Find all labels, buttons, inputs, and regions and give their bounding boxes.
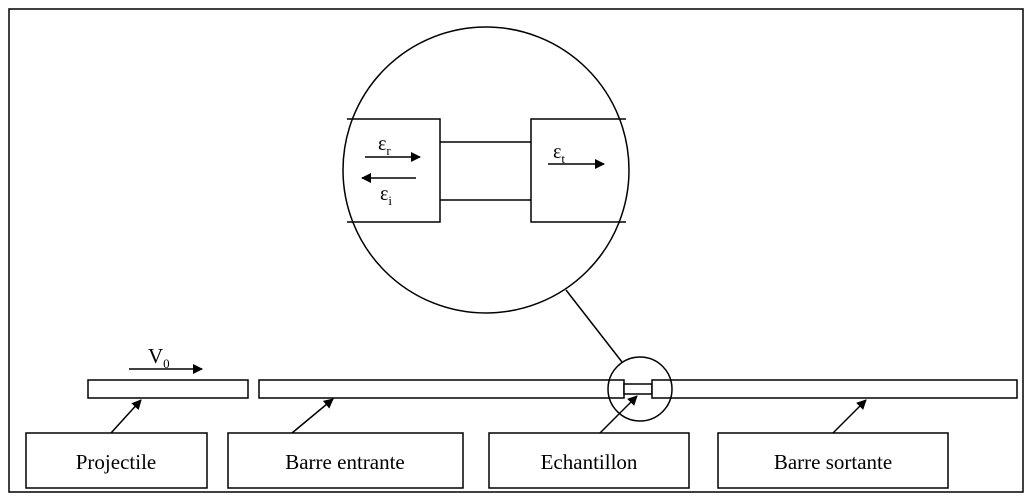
barre-entrante-label-box — [227, 432, 464, 489]
projectile-pointer-arrow — [110, 399, 142, 434]
zoom-incident-bar-end — [347, 118, 441, 223]
echantillon-label-box — [488, 432, 690, 489]
echantillon-label: Echantillon — [541, 450, 638, 474]
barre-entrante-pointer-arrow — [291, 398, 334, 434]
reflected-strain-label: εr — [378, 133, 391, 158]
zoom-circle-small — [607, 356, 673, 422]
transmitted-strain-label: εt — [553, 141, 565, 166]
zoom-transmitted-bar-end — [530, 118, 626, 223]
diagram-frame — [8, 8, 1024, 493]
barre-entrante-label: Barre entrante — [285, 450, 405, 474]
transmitted-bar — [651, 379, 1018, 399]
projectile-label-box — [25, 432, 208, 489]
specimen — [623, 383, 653, 395]
projectile-bar — [87, 379, 249, 399]
projectile-label: Projectile — [76, 450, 156, 474]
barre-sortante-pointer-arrow — [832, 399, 867, 434]
incident-bar — [258, 379, 625, 399]
velocity-label: V0 — [148, 344, 170, 371]
zoom-connector — [565, 289, 623, 363]
incident-strain-label: εi — [380, 183, 392, 208]
barre-sortante-label: Barre sortante — [774, 450, 892, 474]
zoom-circle-large — [342, 26, 630, 314]
echantillon-pointer-arrow — [599, 395, 638, 434]
barre-sortante-label-box — [717, 432, 949, 489]
